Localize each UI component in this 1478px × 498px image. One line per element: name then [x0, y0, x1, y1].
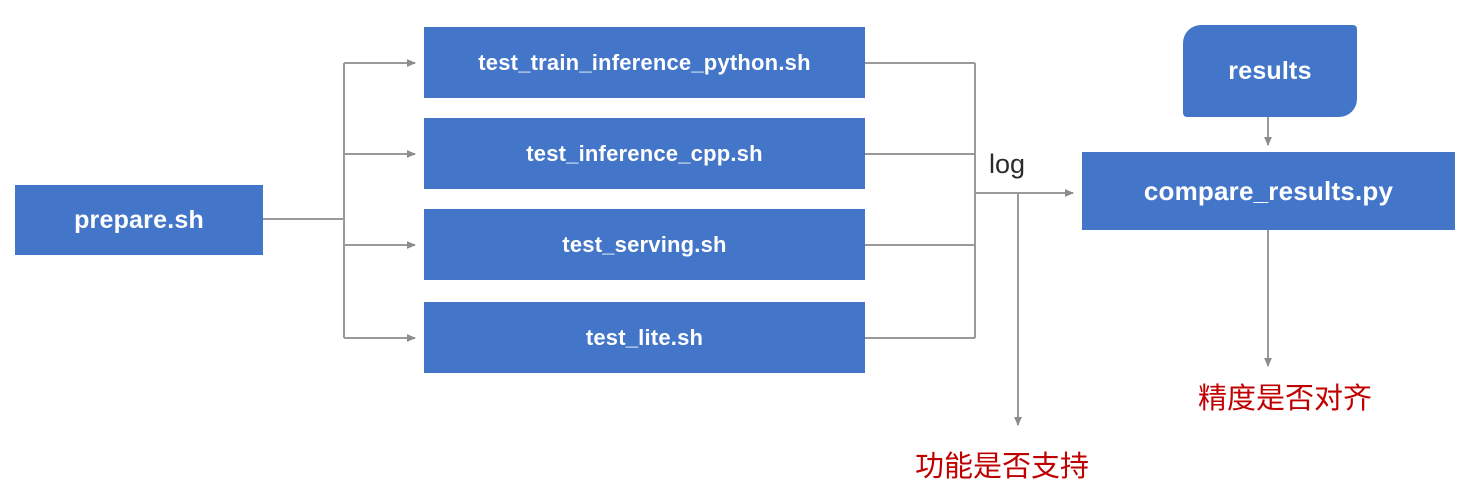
edge-label-log: log	[989, 149, 1026, 179]
note-precision-aligned: 精度是否对齐	[1198, 383, 1373, 415]
node-results[interactable]: results	[1183, 25, 1357, 117]
node-test-train-inference-python-sh-label: test_train_inference_python.sh	[478, 49, 811, 75]
node-test-lite-sh-label: test_lite.sh	[585, 324, 704, 350]
node-test-serving-sh-label: test_serving.sh	[562, 231, 727, 257]
node-prepare-sh[interactable]: prepare.sh	[15, 185, 263, 255]
node-prepare-sh-label: prepare.sh	[74, 205, 204, 234]
node-test-train-inference-python-sh[interactable]: test_train_inference_python.sh	[424, 27, 865, 98]
note-function-supported: 功能是否支持	[915, 451, 1090, 483]
node-test-inference-cpp-sh[interactable]: test_inference_cpp.sh	[424, 118, 865, 189]
node-test-inference-cpp-sh-label: test_inference_cpp.sh	[526, 140, 763, 166]
node-test-lite-sh[interactable]: test_lite.sh	[424, 302, 865, 373]
node-results-label: results	[1228, 56, 1312, 85]
node-compare-results-py[interactable]: compare_results.py	[1082, 152, 1455, 230]
node-test-serving-sh[interactable]: test_serving.sh	[424, 209, 865, 280]
node-compare-results-py-label: compare_results.py	[1143, 175, 1394, 206]
